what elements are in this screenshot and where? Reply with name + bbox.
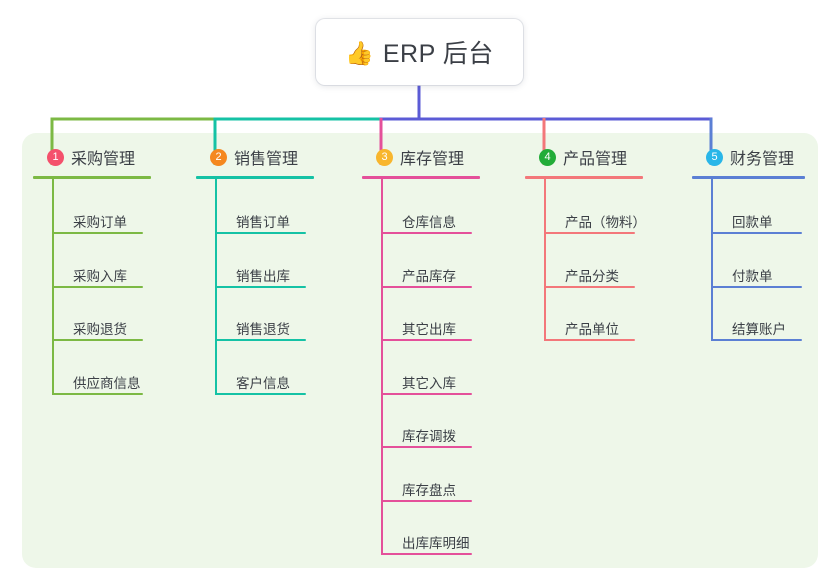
leaf-label: 库存调拨	[402, 429, 456, 444]
leaf-underline	[215, 339, 306, 341]
leaf-underline	[381, 232, 472, 234]
leaf-label: 其它入库	[402, 375, 456, 391]
leaf-label: 出库库明细	[402, 536, 470, 551]
column-1[interactable]: 1 采购管理	[33, 145, 135, 169]
leaf-label: 供应商信息	[73, 375, 141, 391]
leaf-label: 客户信息	[236, 375, 290, 391]
column-underline-5	[692, 176, 805, 179]
leaf-underline	[711, 339, 802, 341]
column-badge-4: 4	[539, 148, 556, 166]
leaf-underline	[381, 285, 472, 288]
leaf-underline	[52, 232, 143, 234]
column-badge-2: 2	[210, 148, 227, 166]
root-title: ERP 后台	[382, 40, 494, 68]
leaf-label: 付款单	[732, 268, 773, 284]
leaf-label: 销售订单	[236, 215, 290, 230]
leaf-underline	[711, 285, 802, 288]
leaf-label: 产品库存	[402, 268, 456, 284]
column-title-3: 库存管理	[400, 151, 465, 168]
column-2[interactable]: 2 销售管理	[196, 145, 298, 169]
column-header-1[interactable]: 1 采购管理	[33, 145, 135, 169]
column-header-3[interactable]: 3 库存管理	[362, 145, 464, 169]
column-5[interactable]: 5 财务管理	[692, 145, 794, 169]
leaf-label: 结算账户	[732, 322, 786, 337]
column-4[interactable]: 4 产品管理	[525, 145, 627, 169]
column-3[interactable]: 3 库存管理	[362, 145, 464, 169]
root-node[interactable]: 👍 ERP 后台	[316, 19, 523, 85]
column-underline-3	[362, 176, 480, 179]
column-header-5[interactable]: 5 财务管理	[692, 145, 794, 169]
leaf-underline	[544, 232, 635, 234]
leaf-label: 产品（物料）	[565, 215, 646, 230]
leaf-underline	[52, 392, 143, 395]
leaf-underline	[381, 339, 472, 341]
column-header-2[interactable]: 2 销售管理	[196, 145, 298, 169]
column-title-4: 产品管理	[563, 151, 628, 168]
column-underline-4	[525, 176, 643, 179]
column-underline-1	[33, 176, 151, 179]
content-panel	[22, 133, 818, 568]
column-title-2: 销售管理	[234, 151, 299, 168]
leaf-label: 其它出库	[402, 322, 456, 337]
column-spine-3	[381, 178, 383, 555]
leaf-underline	[381, 499, 472, 502]
leaf-label: 产品分类	[565, 268, 619, 284]
leaf-underline	[215, 285, 306, 288]
leaf-underline	[215, 392, 306, 395]
leaf-underline	[544, 339, 635, 341]
column-header-4[interactable]: 4 产品管理	[525, 145, 627, 169]
leaf-label: 产品单位	[565, 322, 619, 337]
leaf-label: 采购订单	[73, 215, 127, 230]
leaf-underline	[711, 232, 802, 234]
leaf-underline	[544, 285, 635, 288]
column-title-1: 采购管理	[71, 151, 136, 168]
leaf-label: 采购退货	[73, 322, 127, 337]
leaf-label: 销售出库	[236, 268, 290, 284]
leaf-underline	[52, 339, 143, 341]
column-spine-4	[544, 178, 546, 341]
leaf-underline	[215, 232, 306, 234]
leaf-label: 库存盘点	[402, 482, 456, 498]
column-underline-2	[196, 176, 314, 179]
column-badge-3: 3	[376, 148, 393, 166]
leaf-label: 销售退货	[236, 322, 290, 337]
column-badge-5: 5	[706, 148, 723, 166]
leaf-label: 仓库信息	[402, 215, 456, 230]
leaf-underline	[52, 285, 143, 288]
column-title-5: 财务管理	[730, 151, 795, 168]
leaf-underline	[381, 392, 472, 395]
leaf-label: 采购入库	[73, 268, 127, 284]
column-spine-5	[711, 178, 713, 341]
column-badge-1: 1	[47, 148, 64, 166]
leaf-label: 回款单	[732, 215, 773, 230]
thumbs-up-icon: 👍	[345, 39, 374, 66]
leaf-underline	[381, 446, 472, 448]
leaf-underline	[381, 553, 472, 555]
